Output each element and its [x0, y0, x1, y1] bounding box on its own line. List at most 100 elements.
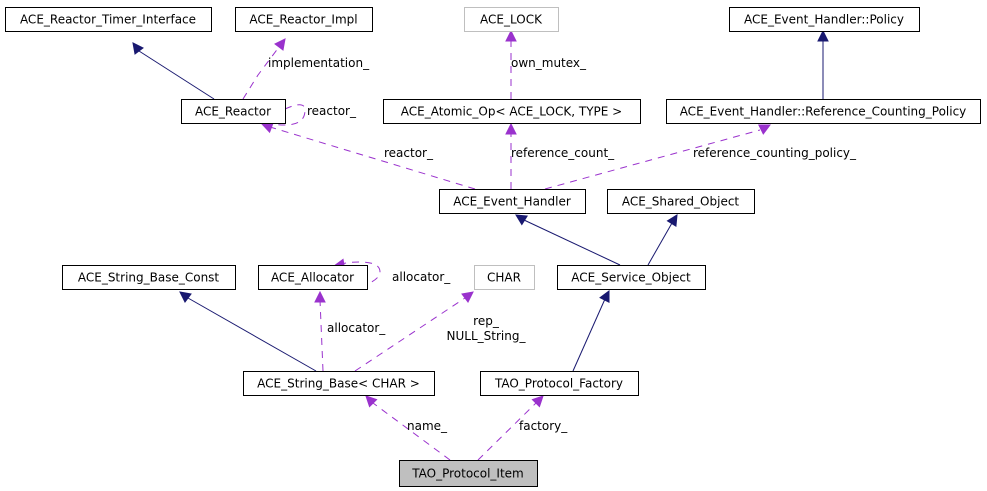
node-box — [62, 265, 236, 290]
node-box — [557, 265, 706, 290]
node-label: ACE_Shared_Object — [622, 195, 740, 209]
node-box — [235, 7, 373, 32]
node-box — [383, 99, 641, 124]
usage-edge — [319, 299, 324, 372]
usage-edge — [269, 126, 476, 190]
node-label: CHAR — [487, 271, 521, 285]
node-label: ACE_Event_Handler — [453, 195, 571, 209]
edge-label: allocator_ — [392, 270, 451, 284]
node-box — [474, 265, 535, 290]
node-box — [243, 371, 435, 396]
node-allocator[interactable]: ACE_Allocator — [258, 265, 368, 290]
node-char[interactable]: CHAR — [474, 265, 535, 290]
edge-label: reactor_ — [307, 104, 357, 118]
edge-protocol_item-to-string_base — [365, 395, 451, 461]
inheritance-edge — [138, 50, 215, 100]
node-eh-policy[interactable]: ACE_Event_Handler::Policy — [729, 7, 920, 32]
edge-labels-layer: implementation_ reactor_ own_mutex_reactor… — [268, 56, 857, 433]
node-box — [5, 7, 212, 32]
node-label: TAO_Protocol_Item — [411, 467, 524, 481]
inheritance-edge — [523, 219, 621, 266]
arrowhead-icon — [505, 122, 517, 135]
edge-event_handler-to-eh_refcount_policy — [544, 124, 771, 190]
edge-reactor-to-reactor_impl — [242, 38, 286, 100]
node-box — [181, 99, 286, 124]
arrowhead-icon — [260, 122, 274, 134]
node-label: ACE_Reactor_Timer_Interface — [20, 13, 196, 27]
node-box — [258, 265, 368, 290]
edge-label: factory_ — [519, 419, 568, 433]
edge-event_handler-to-atomic_op — [505, 122, 517, 189]
edge-protocol_factory-to-service_object — [572, 290, 610, 372]
inheritance-edge — [572, 298, 606, 372]
arrowhead-icon — [274, 38, 286, 51]
edge-string_base-to-allocator — [314, 290, 326, 372]
edge-service_object-to-shared_object — [647, 214, 678, 266]
node-label: ACE_Allocator — [271, 271, 354, 285]
usage-edge — [477, 402, 537, 461]
inheritance-edge — [647, 222, 673, 266]
arrowhead-icon — [817, 29, 829, 42]
node-box — [666, 99, 981, 124]
node-protocol-item[interactable]: TAO_Protocol_Item — [399, 460, 538, 487]
edge-reactor-to-reactor_timer_interface — [132, 42, 215, 100]
node-box — [399, 460, 538, 487]
node-box — [607, 189, 755, 214]
node-atomic-op[interactable]: ACE_Atomic_Op< ACE_LOCK, TYPE > — [383, 99, 641, 124]
edge-event_handler-to-reactor — [260, 122, 476, 190]
edge-protocol_item-to-protocol_factory — [477, 395, 544, 461]
edge-label: rep_ — [473, 314, 500, 328]
node-box — [729, 7, 920, 32]
node-string-base[interactable]: ACE_String_Base< CHAR > — [243, 371, 435, 396]
node-label: ACE_LOCK — [480, 13, 543, 27]
node-label: ACE_Event_Handler::Reference_Counting_Po… — [680, 105, 967, 119]
node-reactor-timer-interface[interactable]: ACE_Reactor_Timer_Interface — [5, 7, 212, 32]
node-label: ACE_Reactor_Impl — [249, 13, 357, 27]
edge-label: reference_count_ — [511, 146, 615, 160]
arrowhead-icon — [599, 290, 610, 303]
node-box — [480, 371, 639, 396]
node-label: ACE_String_Base< CHAR > — [257, 377, 420, 391]
edges-layer — [132, 29, 829, 461]
usage-edge — [372, 402, 451, 461]
arrowhead-icon — [314, 290, 326, 303]
arrowhead-icon — [515, 214, 528, 226]
node-reactor[interactable]: ACE_Reactor — [181, 99, 286, 124]
arrowhead-icon — [132, 42, 144, 55]
usage-edge — [242, 46, 280, 100]
edge-string_base-to-string_base_const — [179, 291, 317, 372]
edge-label: reactor_ — [384, 146, 434, 160]
node-service-object[interactable]: ACE_Service_Object — [557, 265, 706, 290]
edge-service_object-to-event_handler — [515, 214, 621, 266]
edge-label: NULL_String_ — [447, 329, 527, 343]
node-protocol-factory[interactable]: TAO_Protocol_Factory — [480, 371, 639, 396]
node-box — [464, 7, 559, 32]
usage-edge — [354, 297, 466, 372]
node-ace-lock[interactable]: ACE_LOCK — [464, 7, 559, 32]
edge-label: implementation_ — [268, 56, 370, 70]
arrowhead-icon — [461, 291, 474, 303]
node-label: ACE_Service_Object — [571, 271, 691, 285]
edge-atomic_op-to-ace_lock — [505, 29, 517, 99]
nodes-layer: ACE_Reactor_Timer_Interface ACE_Reactor_I… — [5, 7, 981, 487]
node-string-base-const[interactable]: ACE_String_Base_Const — [62, 265, 236, 290]
arrowhead-icon — [505, 29, 517, 42]
node-label: ACE_String_Base_Const — [78, 271, 220, 285]
edge-eh_refcount_policy-to-eh_policy — [817, 29, 829, 99]
node-shared-object[interactable]: ACE_Shared_Object — [607, 189, 755, 214]
edge-label: allocator_ — [327, 321, 386, 335]
node-eh-refcount-policy[interactable]: ACE_Event_Handler::Reference_Counting_Po… — [666, 99, 981, 124]
node-label: ACE_Event_Handler::Policy — [744, 13, 904, 27]
edge-label: reference_counting_policy_ — [693, 146, 857, 160]
usage-edge — [339, 261, 381, 288]
edge-label: own_mutex_ — [511, 56, 587, 70]
edge-label: name_ — [407, 419, 448, 433]
arrowhead-icon — [179, 291, 192, 303]
node-event-handler[interactable]: ACE_Event_Handler — [439, 189, 586, 214]
node-reactor-impl[interactable]: ACE_Reactor_Impl — [235, 7, 373, 32]
node-label: ACE_Atomic_Op< ACE_LOCK, TYPE > — [401, 105, 622, 119]
arrowhead-icon — [531, 395, 544, 408]
arrowhead-icon — [758, 124, 771, 135]
node-box — [439, 189, 586, 214]
